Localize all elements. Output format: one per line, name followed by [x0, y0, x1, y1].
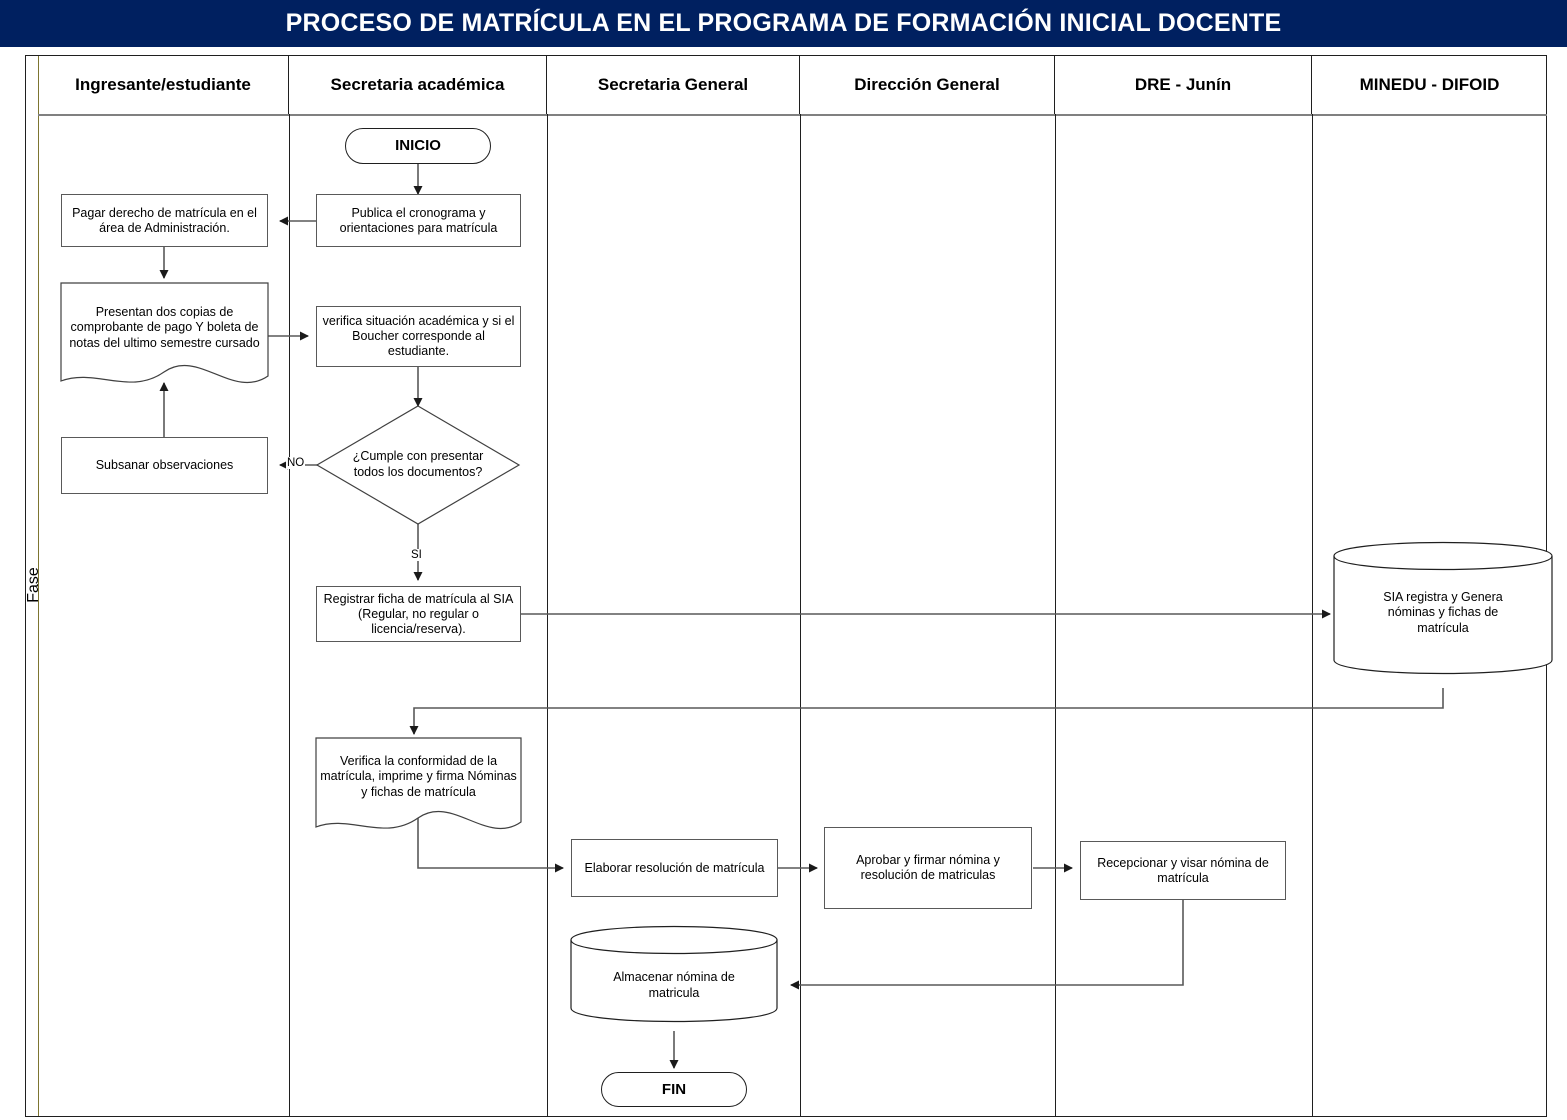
lane-separator-5	[1312, 114, 1313, 1117]
page-title: PROCESO DE MATRÍCULA EN EL PROGRAMA DE F…	[285, 9, 1282, 37]
lane-separator-4	[1055, 114, 1056, 1117]
node-elaborar-resolucion[interactable]: Elaborar resolución de matrícula	[571, 839, 778, 897]
lane-header-direccion-general: Dirección General	[800, 56, 1055, 114]
lane-separator-1	[289, 114, 290, 1117]
lane-header-secretaria-general: Secretaria General	[547, 56, 800, 114]
node-recepcionar-visar[interactable]: Recepcionar y visar nómina de matrícula	[1080, 841, 1286, 900]
lane-separator-3	[800, 114, 801, 1117]
node-aprobar-firmar[interactable]: Aprobar y firmar nómina y resolución de …	[824, 827, 1032, 909]
lane-header-dre-junin: DRE - Junín	[1055, 56, 1312, 114]
edge-label-si: SI	[410, 549, 423, 561]
lane-header-secretaria-academica: Secretaria académica	[289, 56, 547, 114]
node-publica-cronograma-label: Publica el cronograma y orientaciones pa…	[339, 205, 498, 235]
node-fin[interactable]: FIN	[601, 1072, 747, 1107]
swimlane-frame	[25, 55, 1547, 1117]
lane-header-ingresante: Ingresante/estudiante	[38, 56, 289, 114]
node-subsanar-observaciones-label: Subsanar observaciones	[95, 458, 234, 472]
node-verifica-situacion[interactable]: verifica situación académica y si el Bou…	[316, 306, 521, 367]
phase-strip: Fase	[25, 56, 42, 1116]
node-fin-label: FIN	[661, 1080, 687, 1098]
node-publica-cronograma[interactable]: Publica el cronograma y orientaciones pa…	[316, 194, 521, 247]
node-elaborar-resolucion-label: Elaborar resolución de matrícula	[584, 860, 765, 875]
phase-label: Fase	[25, 567, 42, 603]
lane-header-row: Ingresante/estudiante Secretaria académi…	[38, 56, 1547, 114]
node-pagar-derecho-label: Pagar derecho de matrícula en el área de…	[72, 205, 257, 235]
lane-separator-2	[547, 114, 548, 1117]
edge-label-no: NO	[286, 457, 306, 469]
node-inicio[interactable]: INICIO	[345, 128, 491, 164]
node-aprobar-firmar-label: Aprobar y firmar nómina y resolución de …	[856, 853, 1000, 882]
lane-header-divider	[38, 114, 1547, 116]
node-inicio-label: INICIO	[395, 137, 441, 154]
lane-header-minedu-difoid: MINEDU - DIFOID	[1359, 75, 1500, 94]
node-subsanar-observaciones[interactable]: Subsanar observaciones	[61, 437, 268, 494]
node-pagar-derecho[interactable]: Pagar derecho de matrícula en el área de…	[61, 194, 268, 247]
diagram-title-bar: PROCESO DE MATRÍCULA EN EL PROGRAMA DE F…	[0, 0, 1567, 47]
node-registrar-ficha[interactable]: Registrar ficha de matrícula al SIA (Reg…	[316, 586, 521, 642]
node-registrar-ficha-label: Registrar ficha de matrícula al SIA (Reg…	[323, 591, 514, 636]
node-verifica-situacion-label: verifica situación académica y si el Bou…	[322, 314, 515, 358]
node-recepcionar-visar-label: Recepcionar y visar nómina de matrícula	[1097, 855, 1269, 885]
